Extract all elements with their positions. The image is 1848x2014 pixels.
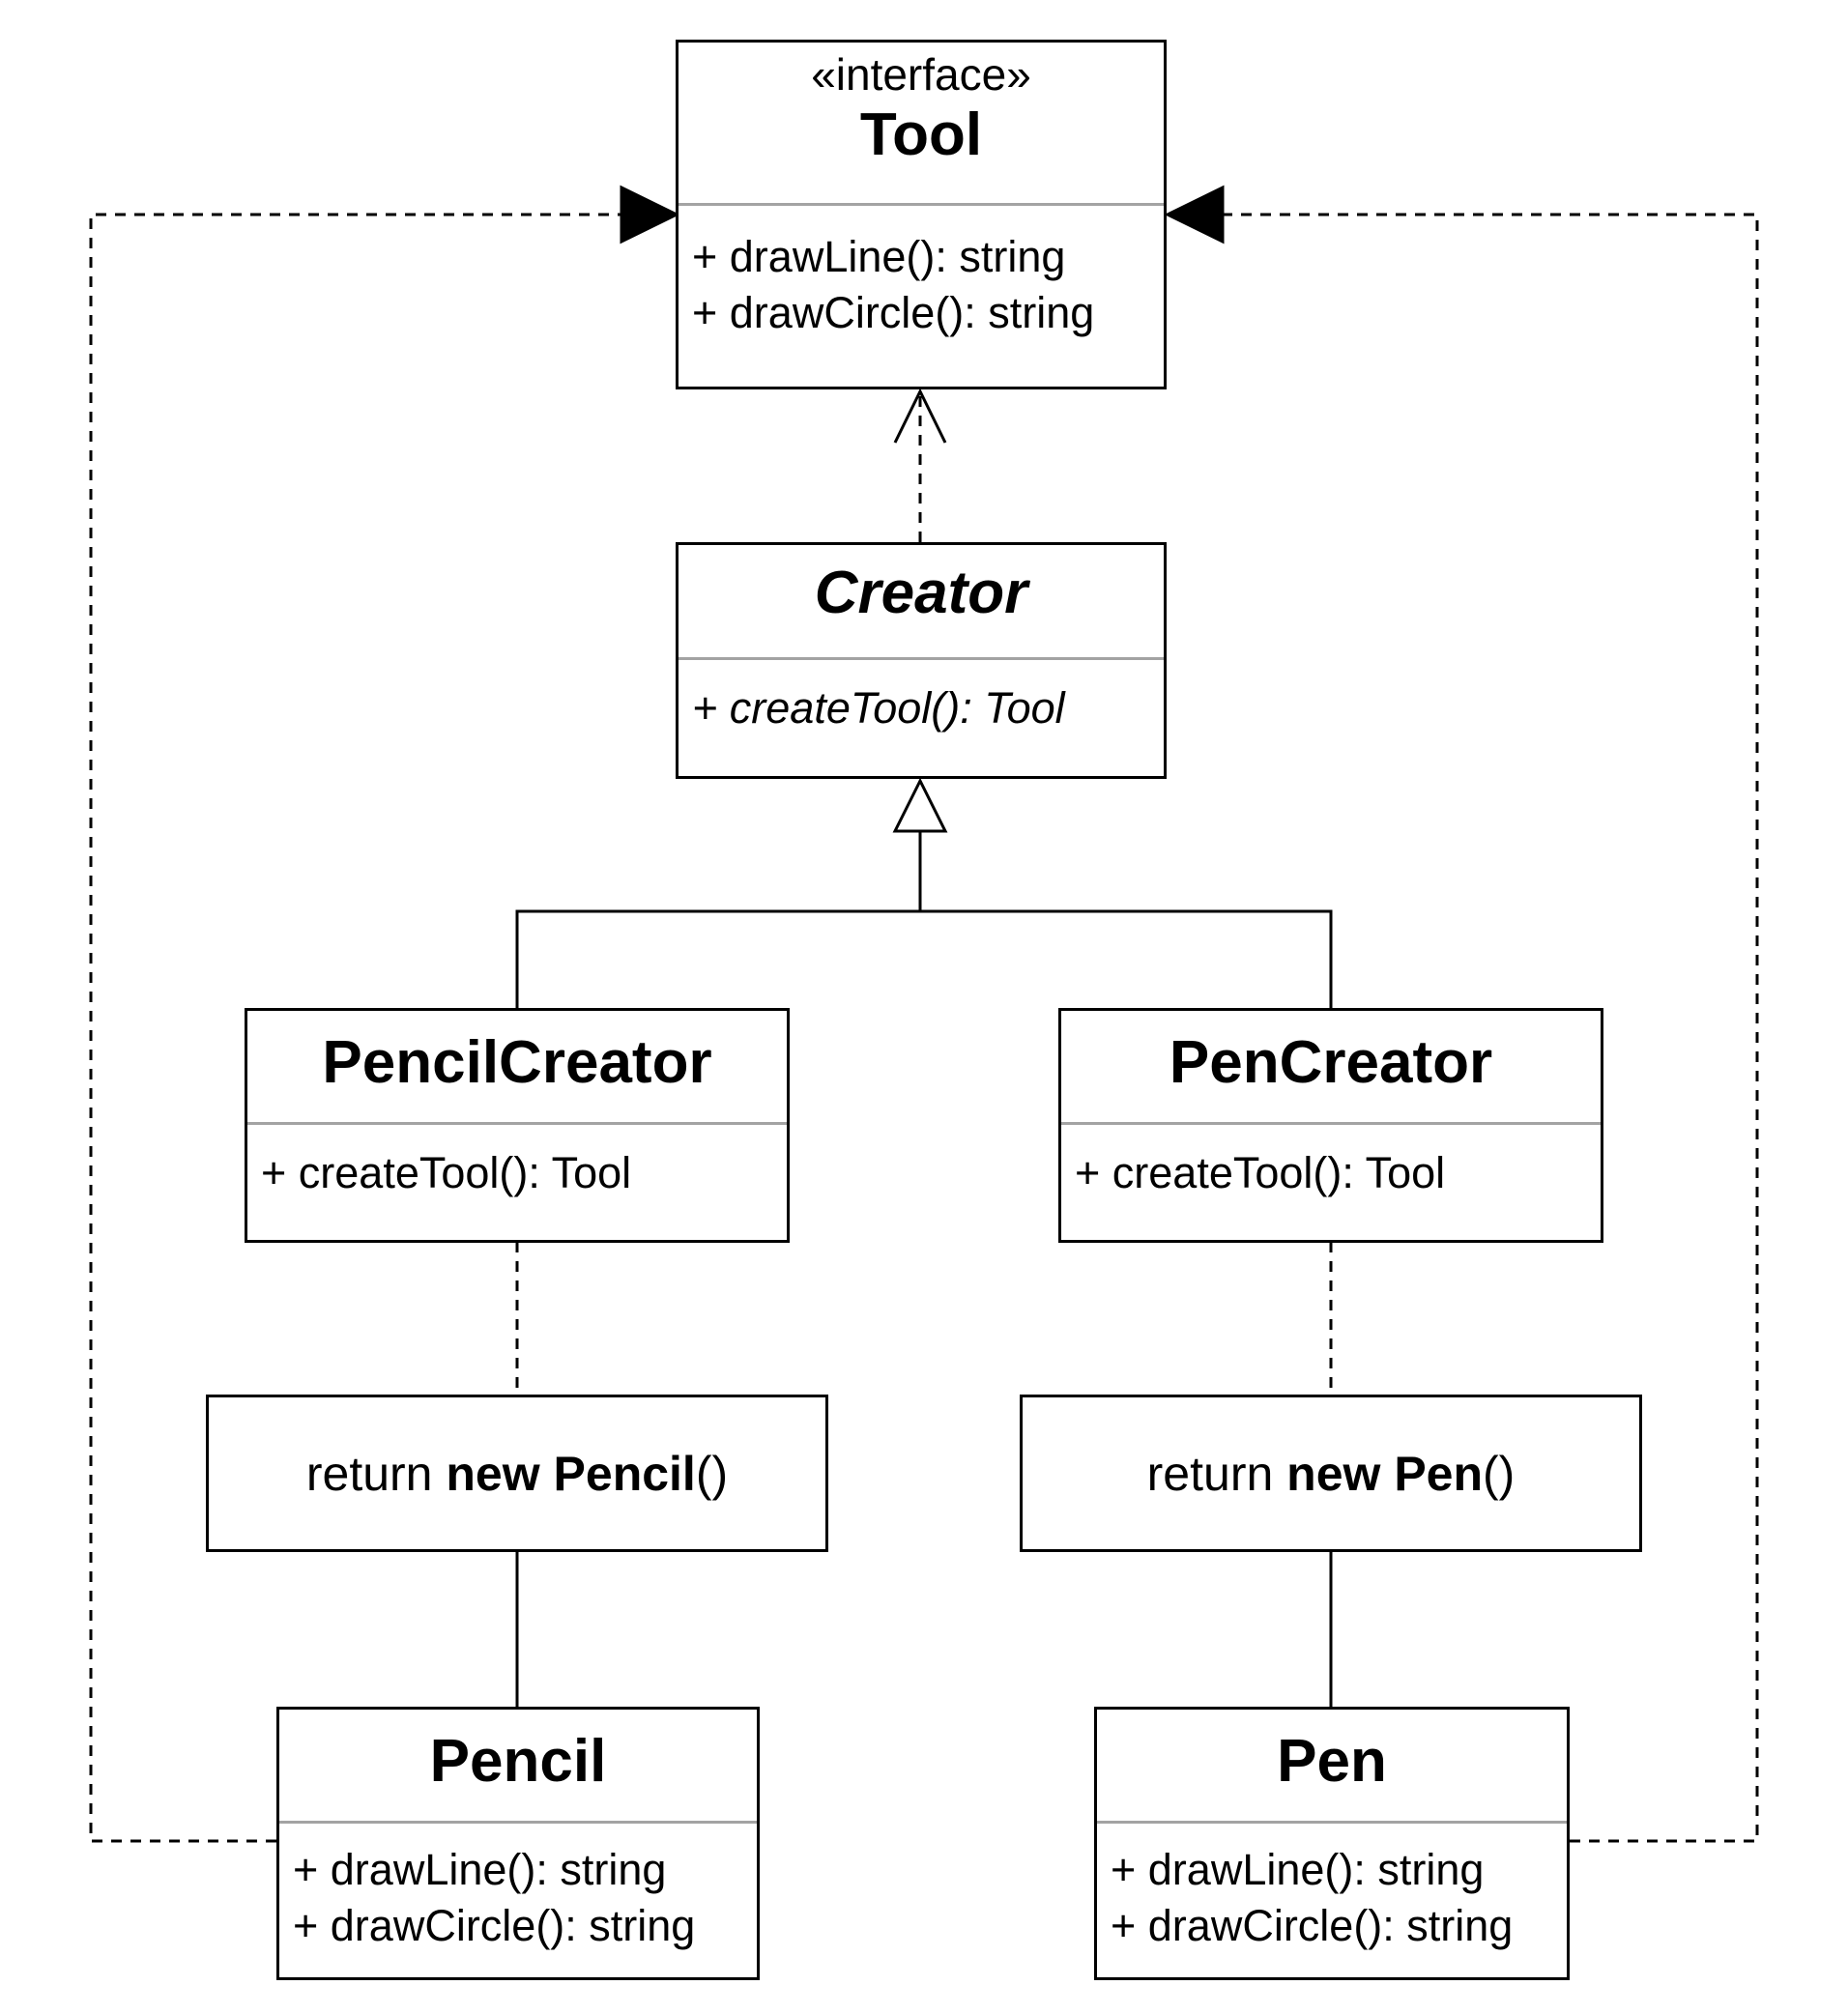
realization-open-arrow-icon bbox=[893, 388, 947, 444]
pen-to-tool-arrowhead-icon bbox=[1164, 185, 1225, 245]
creator-methods: + createTool(): Tool bbox=[692, 680, 1160, 736]
pen-header: Pen bbox=[1097, 1710, 1567, 1797]
generalization-hollow-triangle-icon bbox=[892, 777, 948, 833]
generalization-tree-line bbox=[515, 909, 1333, 1008]
pencil-creator-class-name: PencilCreator bbox=[322, 1029, 712, 1096]
pen-method-drawcircle: + drawCircle(): string bbox=[1111, 1901, 1514, 1950]
pen-method-drawline: + drawLine(): string bbox=[1111, 1845, 1485, 1894]
tool-method-drawline: + drawLine(): string bbox=[692, 232, 1066, 281]
pen-creator-class-name: PenCreator bbox=[1169, 1029, 1493, 1096]
pencil-creator-methods: + createTool(): Tool bbox=[261, 1145, 783, 1201]
creator-class-box[interactable]: Creator + createTool(): Tool bbox=[676, 542, 1167, 779]
pen-creator-class-box[interactable]: PenCreator + createTool(): Tool bbox=[1058, 1008, 1603, 1243]
pen-creator-methods: + createTool(): Tool bbox=[1075, 1145, 1597, 1201]
pen-note-suffix: () bbox=[1483, 1446, 1516, 1501]
tool-divider bbox=[679, 203, 1164, 206]
pencil-note-text: return new Pencil() bbox=[306, 1446, 728, 1502]
pencil-creator-note[interactable]: return new Pencil() bbox=[206, 1395, 828, 1552]
pencil-method-drawcircle: + drawCircle(): string bbox=[293, 1901, 696, 1950]
pencil-divider bbox=[279, 1821, 757, 1824]
tool-method-drawcircle: + drawCircle(): string bbox=[692, 288, 1095, 337]
pencil-creator-divider bbox=[247, 1122, 787, 1125]
pen-note-space bbox=[1380, 1447, 1394, 1501]
pencil-to-tool-dependency-line bbox=[89, 213, 623, 1843]
pencil-class-name: Pencil bbox=[429, 1728, 607, 1795]
pencil-to-tool-arrowhead-icon bbox=[620, 185, 680, 245]
pencil-header: Pencil bbox=[279, 1710, 757, 1797]
pencil-methods: + drawLine(): string + drawCircle(): str… bbox=[293, 1842, 753, 1954]
pencil-note-suffix: () bbox=[695, 1446, 729, 1501]
creator-method-createtool: + createTool(): Tool bbox=[692, 683, 1065, 733]
pen-note-class-name: Pen bbox=[1394, 1446, 1484, 1501]
pencil-class-box[interactable]: Pencil + drawLine(): string + drawCircle… bbox=[276, 1707, 760, 1980]
pen-methods: + drawLine(): string + drawCircle(): str… bbox=[1111, 1842, 1563, 1954]
tool-stereotype: «interface» bbox=[811, 49, 1031, 100]
pencil-note-space bbox=[540, 1447, 554, 1501]
pen-creator-divider bbox=[1061, 1122, 1601, 1125]
pencil-creator-method-createtool: + createTool(): Tool bbox=[261, 1148, 632, 1197]
creator-divider bbox=[679, 657, 1164, 660]
tool-class-name: Tool bbox=[859, 101, 983, 168]
tool-interface-box[interactable]: «interface» Tool + drawLine(): string + … bbox=[676, 40, 1167, 389]
pen-class-name: Pen bbox=[1277, 1728, 1387, 1795]
pen-class-box[interactable]: Pen + drawLine(): string + drawCircle():… bbox=[1094, 1707, 1570, 1980]
tool-header: «interface» Tool bbox=[679, 43, 1164, 170]
pencil-creator-class-box[interactable]: PencilCreator + createTool(): Tool bbox=[245, 1008, 790, 1243]
pen-note-text: return new Pen() bbox=[1147, 1446, 1516, 1502]
pen-creator-note[interactable]: return new Pen() bbox=[1020, 1395, 1642, 1552]
tool-methods: + drawLine(): string + drawCircle(): str… bbox=[692, 229, 1160, 341]
pen-note-prefix: return bbox=[1146, 1446, 1287, 1501]
pencil-note-prefix: return bbox=[305, 1446, 447, 1501]
pencil-creator-header: PencilCreator bbox=[247, 1011, 787, 1098]
pen-creator-header: PenCreator bbox=[1061, 1011, 1601, 1098]
pen-creator-method-createtool: + createTool(): Tool bbox=[1075, 1148, 1446, 1197]
pen-note-keyword: new bbox=[1286, 1446, 1381, 1501]
pencil-method-drawline: + drawLine(): string bbox=[293, 1845, 667, 1894]
pencil-note-keyword: new bbox=[446, 1446, 540, 1501]
pen-divider bbox=[1097, 1821, 1567, 1824]
pencil-note-class-name: Pencil bbox=[553, 1446, 696, 1501]
creator-class-name: Creator bbox=[814, 560, 1028, 626]
creator-header: Creator bbox=[679, 545, 1164, 628]
